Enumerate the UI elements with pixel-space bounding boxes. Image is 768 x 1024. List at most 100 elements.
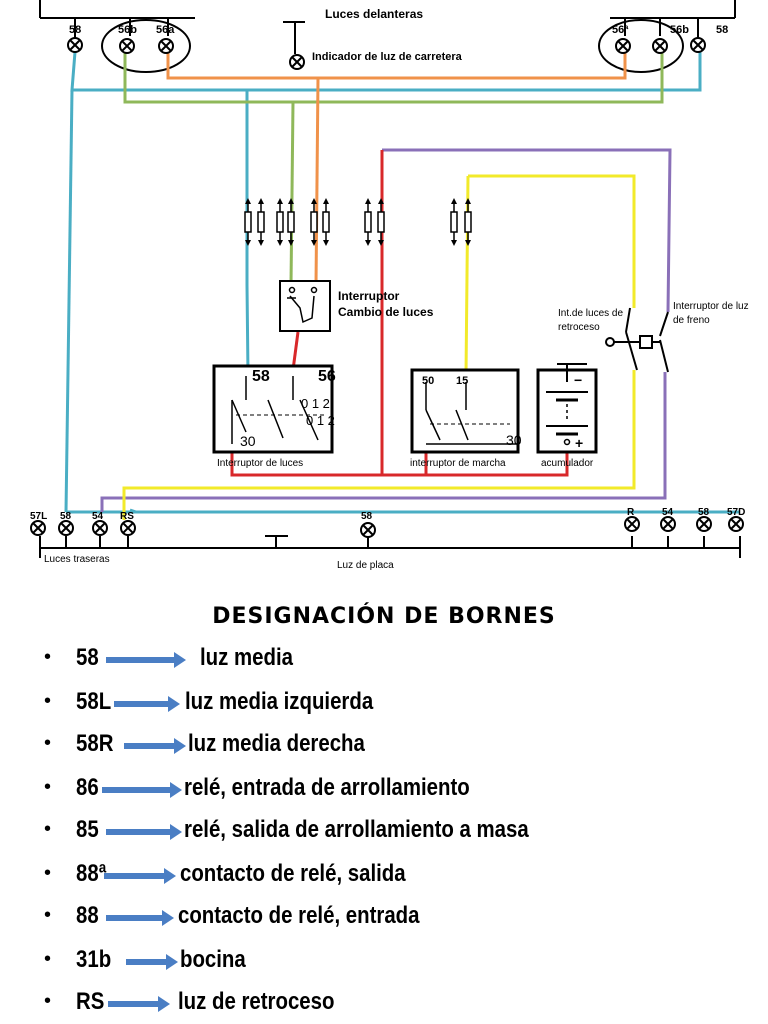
terminal-code: 88ª: [76, 860, 107, 887]
diagram-labels: Luces delanteras Indicador de luz de car…: [30, 7, 749, 571]
wire-orange: [166, 52, 627, 80]
legend-item: • 58L luz media izquierda: [0, 688, 768, 724]
terminal-description: luz media derecha: [188, 730, 365, 757]
legend-item: • 58 luz media: [0, 644, 768, 680]
reverse-brake-switches: [605, 307, 669, 373]
battery-box: [536, 363, 598, 454]
svg-text:+: +: [575, 435, 583, 451]
svg-text:de freno: de freno: [673, 315, 710, 326]
terminal-code: RS: [76, 988, 105, 1015]
terminal-code: 31b: [76, 946, 112, 973]
svg-text:56a: 56a: [156, 24, 175, 36]
bullet-icon: •: [44, 646, 52, 668]
svg-text:30: 30: [240, 433, 256, 449]
terminal-description: luz de retroceso: [178, 988, 335, 1015]
svg-text:−: −: [574, 372, 582, 388]
svg-text:Interruptor: Interruptor: [338, 289, 400, 303]
wire-green: [123, 52, 664, 104]
light-switch-box: [212, 364, 334, 454]
svg-text:58: 58: [60, 511, 72, 522]
terminal-description: luz media izquierda: [185, 688, 374, 715]
svg-text:30: 30: [506, 432, 522, 448]
label-front-lights: Luces delanteras: [325, 7, 423, 21]
terminal-description: contacto de relé, salida: [180, 860, 406, 887]
svg-text:58: 58: [252, 368, 270, 385]
svg-text:Interruptor de luces: Interruptor de luces: [217, 458, 303, 469]
wire-purple: [382, 148, 672, 313]
svg-text:56b: 56b: [118, 24, 137, 36]
svg-text:54: 54: [92, 511, 104, 522]
terminal-description: contacto de relé, entrada: [178, 902, 420, 929]
svg-text:Luces traseras: Luces traseras: [44, 554, 110, 565]
wiring-diagram: Luces delanteras Indicador de luz de car…: [30, 0, 749, 571]
legend-item: • RS luz de retroceso: [0, 988, 768, 1024]
svg-text:58: 58: [361, 511, 373, 522]
svg-text:Interruptor de luz: Interruptor de luz: [673, 301, 749, 312]
ignition-switch-box: [410, 368, 520, 454]
arrow-right-icon: [106, 824, 182, 840]
terminal-code: 58R: [76, 730, 114, 757]
svg-text:acumulador: acumulador: [541, 458, 594, 469]
arrow-right-icon: [124, 738, 186, 754]
rear-lamps: [30, 516, 744, 538]
svg-text:0 1 2: 0 1 2: [301, 396, 330, 411]
arrow-right-icon: [114, 696, 180, 712]
terminal-code: 58: [76, 644, 99, 671]
bullet-icon: •: [44, 818, 52, 840]
legend-item: • 58R luz media derecha: [0, 730, 768, 766]
bullet-icon: •: [44, 690, 52, 712]
bullet-icon: •: [44, 862, 52, 884]
bullet-icon: •: [44, 904, 52, 926]
arrow-right-icon: [106, 910, 174, 926]
terminal-description: relé, salida de arrollamiento a masa: [184, 816, 529, 843]
legend-item: • 88ª contacto de relé, salida: [0, 860, 768, 896]
fuse-block: [244, 197, 472, 247]
legend-item: • 85 relé, salida de arrollamiento a masa: [0, 816, 768, 852]
svg-text:50: 50: [422, 375, 434, 387]
svg-text:15: 15: [456, 375, 468, 387]
terminal-description: bocina: [180, 946, 246, 973]
arrow-right-icon: [106, 652, 186, 668]
svg-text:57L: 57L: [30, 511, 47, 522]
svg-text:retroceso: retroceso: [558, 322, 600, 333]
svg-text:58: 58: [716, 24, 728, 36]
terminal-code: 58L: [76, 688, 112, 715]
light-change-switch: [279, 280, 331, 332]
right-headlight: [598, 19, 684, 73]
svg-text:interruptor de marcha: interruptor de marcha: [410, 458, 506, 469]
svg-text:54: 54: [662, 507, 674, 518]
arrow-right-icon: [108, 996, 170, 1012]
wire-yellow: [468, 174, 636, 308]
svg-text:57D: 57D: [727, 507, 745, 518]
svg-text:Cambio de luces: Cambio de luces: [338, 305, 434, 319]
label-high-beam: Indicador de luz de carretera: [312, 51, 463, 63]
svg-text:58: 58: [698, 507, 710, 518]
svg-text:RS: RS: [120, 511, 134, 522]
svg-text:56ª: 56ª: [612, 24, 629, 36]
svg-text:Int.de luces de: Int.de luces de: [558, 308, 623, 319]
svg-text:R: R: [627, 507, 635, 518]
terminal-description: luz media: [200, 644, 293, 671]
bullet-icon: •: [44, 948, 52, 970]
bullet-icon: •: [44, 732, 52, 754]
terminal-description: relé, entrada de arrollamiento: [184, 774, 470, 801]
legend-item: • 88 contacto de relé, entrada: [0, 902, 768, 938]
wires: [64, 51, 740, 520]
terminal-code: 88: [76, 902, 99, 929]
legend-item: • 86 relé, entrada de arrollamiento: [0, 774, 768, 810]
svg-text:Luz de placa: Luz de placa: [337, 560, 394, 571]
rear-frame: [39, 535, 741, 558]
left-headlight: [101, 19, 191, 73]
legend-item: • 31b bocina: [0, 946, 768, 982]
arrow-right-icon: [126, 954, 178, 970]
svg-text:0 1 2: 0 1 2: [306, 413, 335, 428]
terminal-code: 85: [76, 816, 99, 843]
arrow-right-icon: [104, 868, 176, 884]
svg-text:56b: 56b: [670, 24, 689, 36]
wire-cyan: [70, 51, 702, 92]
arrow-right-icon: [102, 782, 182, 798]
bullet-icon: •: [44, 990, 52, 1012]
svg-text:56: 56: [318, 368, 336, 385]
terminal-code: 86: [76, 774, 99, 801]
bullet-icon: •: [44, 776, 52, 798]
